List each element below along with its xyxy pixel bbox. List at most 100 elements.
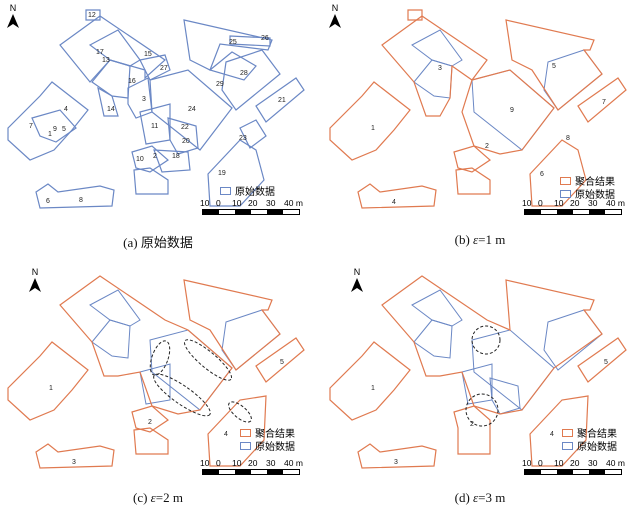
label-9: 9	[510, 107, 514, 114]
building-outline	[127, 77, 153, 119]
label-15: 15	[144, 51, 152, 58]
legend-item: 聚合结果	[560, 174, 615, 188]
legend-item: 原始数据	[560, 187, 615, 201]
highlight-ellipse	[183, 339, 233, 381]
label-18: 18	[172, 153, 180, 160]
label-27: 27	[160, 65, 168, 72]
label-21: 21	[278, 97, 286, 104]
label-28: 28	[240, 70, 248, 77]
building-outline	[239, 119, 267, 149]
label-10: 10	[136, 156, 144, 163]
legend: 聚合结果 原始数据	[240, 426, 295, 453]
building-outline	[529, 139, 587, 207]
map-canvas-a: 12 17 13 15 27 16 3 14 4 7 9 5 1 11 10 2…	[7, 9, 305, 209]
highlight-ellipse	[149, 340, 171, 376]
building-outline	[88, 29, 141, 67]
label-7: 7	[602, 99, 606, 106]
scale-bar-graphic	[524, 469, 622, 475]
highlight-circle	[465, 393, 499, 427]
building-outline	[329, 341, 411, 421]
legend-item: 聚合结果	[240, 426, 295, 440]
scale-tick: 40 m	[606, 458, 625, 468]
scale-tick: 10	[232, 198, 242, 208]
scale-bar: 10 0 10 20 30 40 m	[200, 458, 320, 475]
scale-tick: 10	[200, 458, 210, 468]
building-outline	[255, 337, 305, 383]
highlight-ellipse	[228, 401, 252, 423]
label-13: 13	[102, 57, 110, 64]
building-outline	[381, 15, 488, 117]
scale-tick: 30	[266, 458, 276, 468]
caption-text: =1 m	[478, 232, 506, 247]
scale-tick: 0	[538, 458, 543, 468]
north-arrow-icon	[329, 14, 341, 28]
scale-tick: 0	[216, 458, 221, 468]
label-24: 24	[188, 106, 196, 113]
scale-tick: 20	[248, 198, 258, 208]
building-outline	[455, 167, 491, 195]
building-outline	[7, 341, 89, 421]
original-swatch	[240, 441, 251, 450]
label-2: 2	[470, 421, 474, 428]
building-outline	[131, 145, 169, 173]
label-4: 4	[64, 106, 68, 113]
legend-label: 聚合结果	[255, 429, 295, 440]
aggregated-swatch	[560, 176, 571, 185]
label-5: 5	[552, 63, 556, 70]
north-arrow-icon	[351, 278, 363, 292]
building-outline	[31, 109, 77, 143]
north-arrow-icon	[29, 278, 41, 292]
building-outline	[85, 9, 101, 21]
legend-item: 原始数据	[562, 439, 617, 453]
panel-b: 3 5 1 9 7 2 8 6 4 N 聚合结果 原始数据 10 0 10 20…	[322, 0, 638, 250]
north-arrow: N	[328, 3, 342, 30]
scale-tick: 40 m	[606, 198, 625, 208]
legend: 聚合结果 原始数据	[560, 174, 615, 201]
label-11: 11	[151, 123, 158, 130]
panel-a: 12 17 13 15 27 16 3 14 4 7 9 5 1 11 10 2…	[0, 0, 316, 250]
scale-tick: 0	[538, 198, 543, 208]
caption-c: (c) ε=2 m	[0, 490, 316, 506]
building-outline	[7, 81, 89, 161]
panel-c: 1 5 2 4 3 N 聚合结果 原始数据 10 0 10 20 30 40 m…	[0, 260, 316, 510]
legend-label: 原始数据	[235, 187, 275, 198]
highlight-circle	[471, 325, 501, 355]
building-outline	[149, 69, 233, 151]
label-23: 23	[239, 135, 247, 142]
label-8: 8	[79, 197, 83, 204]
building-outline	[207, 395, 267, 467]
scale-bar: 10 0 10 20 30 40 m	[522, 458, 640, 475]
scale-tick: 30	[588, 458, 598, 468]
caption-epsilon: ε	[473, 232, 479, 247]
building-outline	[229, 35, 271, 47]
building-outline	[59, 275, 233, 415]
scale-tick: 10	[554, 198, 564, 208]
label-4: 4	[224, 431, 228, 438]
label-25: 25	[229, 39, 237, 46]
map-canvas-b: 3 5 1 9 7 2 8 6 4	[329, 9, 627, 209]
label-16: 16	[128, 78, 136, 85]
building-outline	[505, 19, 603, 111]
caption-text: =2 m	[155, 490, 183, 505]
legend-label: 原始数据	[255, 442, 295, 453]
label-12: 12	[88, 12, 96, 19]
map-canvas-d: 1 5 2 4 3	[329, 275, 627, 469]
aggregated-swatch	[240, 428, 251, 437]
scale-tick: 20	[570, 198, 580, 208]
label-26: 26	[261, 35, 269, 42]
map-canvas-c: 1 5 2 4 3	[7, 275, 305, 469]
scale-tick: 40 m	[284, 458, 303, 468]
label-4: 4	[550, 431, 554, 438]
building-outline	[91, 59, 131, 99]
label-20: 20	[182, 138, 190, 145]
building-outline	[255, 77, 305, 123]
north-arrow: N	[28, 267, 42, 294]
scale-bar-graphic	[202, 209, 300, 215]
caption-prefix: (c)	[132, 490, 151, 505]
scale-tick: 10	[554, 458, 564, 468]
label-5: 5	[62, 126, 66, 133]
label-3: 3	[394, 459, 398, 466]
caption-d: (d) ε=3 m	[322, 490, 638, 506]
building-outline	[133, 167, 169, 195]
panel-d: 1 5 2 4 3 N 聚合结果 原始数据 10 0 10 20 30 40 m…	[322, 260, 638, 510]
